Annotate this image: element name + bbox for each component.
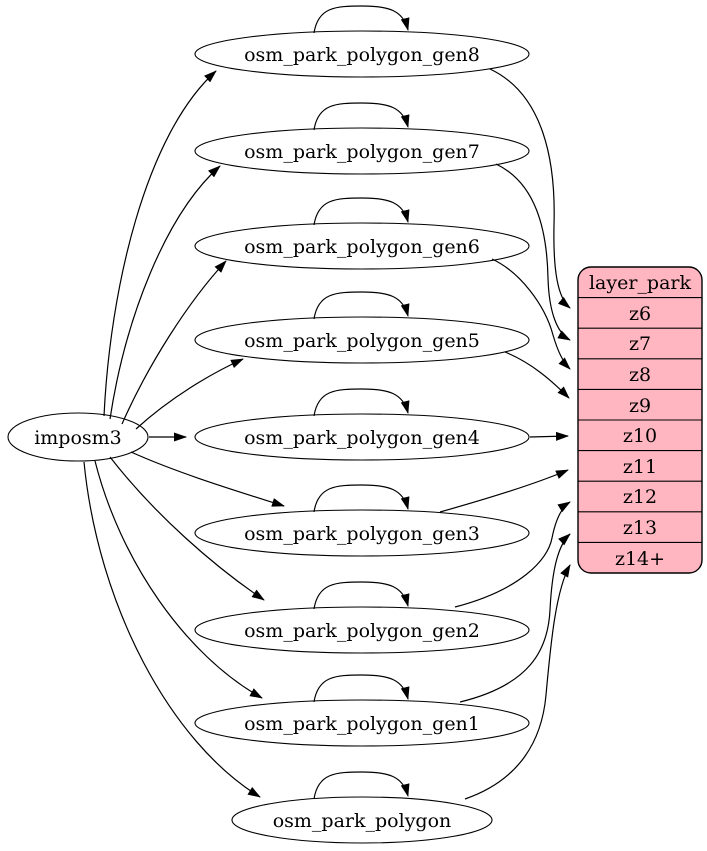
table-row-z11: z11 [623,456,657,478]
edge-gen7-self-loop [313,102,410,131]
gen6-label: osm_park_polygon_gen6 [244,236,480,258]
imposm3-label: imposm3 [34,427,122,449]
edge-imposm3-to-gen8 [103,70,217,417]
base-label: osm_park_polygon [273,810,452,832]
node-osm-park-polygon: osm_park_polygon [231,796,493,844]
gen3-label: osm_park_polygon_gen3 [244,523,480,545]
node-osm-park-polygon-gen2: osm_park_polygon_gen2 [194,606,530,654]
edge-gen5-to-z9 [504,351,570,399]
gen2-label: osm_park_polygon_gen2 [244,620,480,642]
gen4-ellipse [194,413,530,461]
gen1-label: osm_park_polygon_gen1 [244,713,480,735]
edge-gen3-to-z11 [439,469,569,513]
node-osm-park-polygon-gen6: osm_park_polygon_gen6 [194,222,530,270]
gen5-ellipse [194,316,530,364]
table-row-z6: z6 [629,303,651,325]
edge-gen2-to-z12 [454,501,571,608]
edge-imposm3-to-gen7 [109,165,221,420]
edge-imposm3-to-gen3 [130,451,285,507]
edge-imposm3-to-gen5 [135,358,244,430]
layer-park-row-separators [578,297,702,543]
node-osm-park-polygon-gen4: osm_park_polygon_gen4 [194,413,530,461]
node-imposm3: imposm3 [7,412,149,462]
base-ellipse [231,796,493,844]
table-row-z14plus: z14+ [615,548,665,570]
gen7-label: osm_park_polygon_gen7 [244,141,480,163]
edge-gen1-to-z13 [459,533,571,703]
node-osm-park-polygon-gen8: osm_park_polygon_gen8 [194,30,530,78]
edge-imposm3-to-gen1 [94,460,263,699]
gen7-ellipse [194,127,530,175]
layer-park-header: layer_park [589,272,692,294]
table-row-z9: z9 [629,395,651,417]
gen8-ellipse [194,30,530,78]
node-osm-park-polygon-gen5: osm_park_polygon_gen5 [194,316,530,364]
edge-gen6-self-loop [313,197,410,226]
edge-gen1-self-loop [313,674,410,703]
gen8-label: osm_park_polygon_gen8 [244,44,480,66]
table-row-z10: z10 [623,425,657,447]
source-edges [83,70,285,798]
edge-base-self-loop [313,771,410,800]
table-row-z8: z8 [629,364,651,386]
edge-gen3-self-loop [313,484,410,513]
imposm3-ellipse [7,412,149,462]
node-osm-park-polygon-gen1: osm_park_polygon_gen1 [194,699,530,747]
edge-gen8-self-loop [313,5,410,34]
gen1-ellipse [194,699,530,747]
table-row-z12: z12 [623,486,657,508]
table-row-z7: z7 [629,333,651,355]
gen6-ellipse [194,222,530,270]
edge-imposm3-to-gen2 [109,456,265,601]
edge-imposm3-to-base [83,461,261,798]
gen2-ellipse [194,606,530,654]
edge-gen2-self-loop [313,581,410,610]
node-osm-park-polygon-gen7: osm_park_polygon_gen7 [194,127,530,175]
edge-imposm3-to-gen6 [121,260,227,425]
self-loop-edges [313,5,410,800]
table-row-z13: z13 [623,517,657,539]
gen5-label: osm_park_polygon_gen5 [244,330,480,352]
layer-edges [439,68,571,800]
edge-gen6-to-z8 [491,258,571,370]
node-osm-park-polygon-gen3: osm_park_polygon_gen3 [194,509,530,557]
gen4-label: osm_park_polygon_gen4 [244,427,480,449]
node-layer-park-table: layer_park z6 z7 z8 z9 z10 z11 z12 z13 z… [577,266,703,574]
edge-base-to-z14plus [464,564,571,800]
gen3-ellipse [194,509,530,557]
edge-gen5-self-loop [313,291,410,320]
edge-gen4-self-loop [313,388,410,417]
edge-gen7-to-z7 [495,163,571,341]
edge-gen4-to-z10 [529,431,569,441]
edge-gen8-to-z6 [489,68,571,309]
